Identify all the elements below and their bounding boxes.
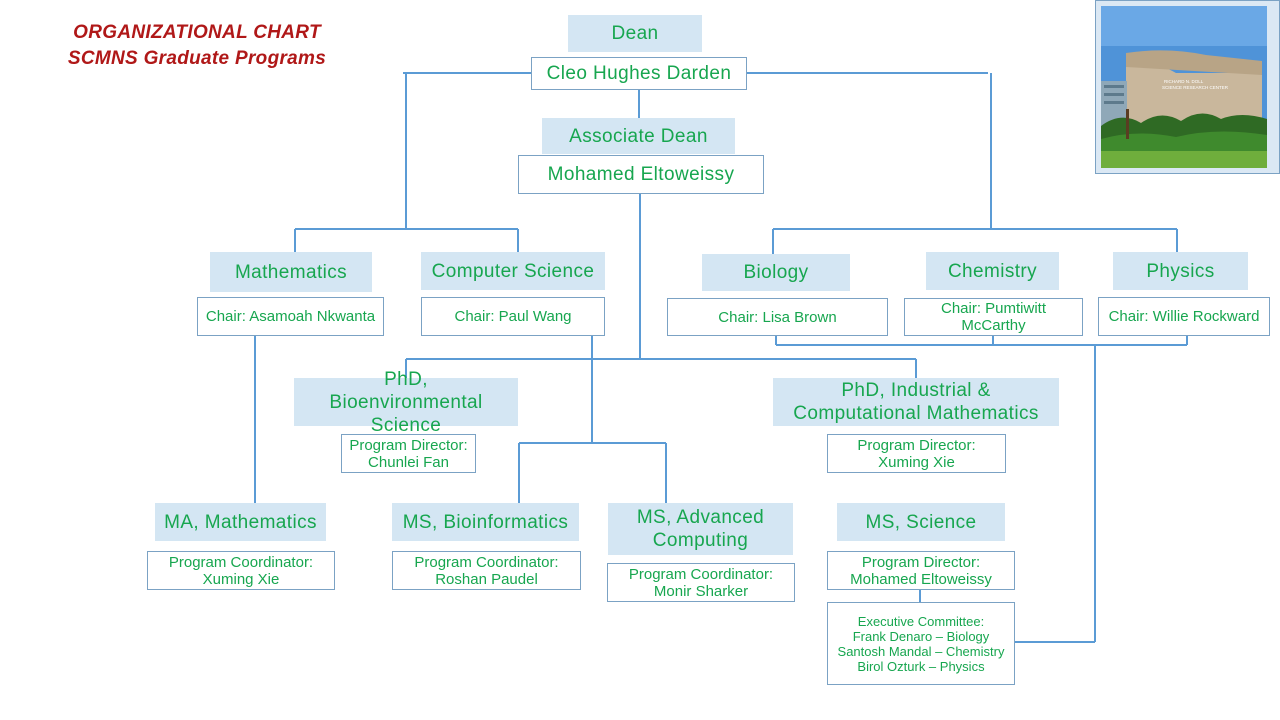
- ms-bioinformatics-label: MS, Bioinformatics: [392, 503, 579, 541]
- phd-industrial-computational-math-director: Program Director: Xuming Xie: [827, 434, 1006, 473]
- chart-title: ORGANIZATIONAL CHART SCMNS Graduate Prog…: [40, 20, 354, 72]
- building-sign-text: RICHARD N. DOLL: [1164, 79, 1204, 84]
- title-line-2: SCMNS Graduate Programs: [67, 48, 327, 69]
- ms-advanced-computing-coordinator: Program Coordinator: Monir Sharker: [607, 563, 795, 602]
- dean-name-box: Cleo Hughes Darden: [531, 57, 747, 90]
- executive-committee-member: Birol Ozturk – Physics: [857, 658, 985, 674]
- executive-committee-member: Santosh Mandal – Chemistry: [837, 643, 1005, 659]
- title-line-1: ORGANIZATIONAL CHART: [73, 22, 321, 43]
- executive-committee-heading: Executive Committee:: [857, 613, 985, 629]
- phd-bioenvironmental-label: PhD, Bioenvironmental Science: [294, 369, 518, 436]
- phd-industrial-computational-math-label: PhD, Industrial & Computational Mathemat…: [773, 378, 1059, 426]
- associate-dean-name: Mohamed Eltoweissy: [547, 164, 735, 185]
- ms-science-director: Program Director: Mohamed Eltoweissy: [827, 551, 1015, 590]
- coordinator-person: Roshan Paudel: [435, 570, 538, 588]
- dean-name: Cleo Hughes Darden: [546, 63, 732, 84]
- director-role: Program Director:: [861, 553, 981, 571]
- dept-biology-chair: Chair: Lisa Brown: [667, 298, 888, 336]
- chair-text: Chair: Pumtiwitt McCarthy: [940, 300, 1047, 334]
- ma-mathematics-label: MA, Mathematics: [155, 503, 326, 541]
- director-role: Program Director:: [349, 436, 468, 454]
- ms-advanced-computing-label: MS, Advanced Computing: [608, 503, 793, 555]
- dept-physics-chair: Chair: Willie Rockward: [1098, 297, 1270, 336]
- dept-computer-science-label: Computer Science: [421, 252, 605, 290]
- building-sign-text: SCIENCE RESEARCH CENTER: [1162, 85, 1229, 90]
- chair-text: Chair: Willie Rockward: [1108, 308, 1260, 325]
- chair-text: Chair: Asamoah Nkwanta: [205, 308, 376, 325]
- coordinator-role: Program Coordinator:: [414, 553, 559, 571]
- dept-mathematics-label: Mathematics: [210, 252, 372, 292]
- dept-chemistry-label: Chemistry: [926, 252, 1059, 290]
- director-person: Mohamed Eltoweissy: [850, 570, 992, 588]
- ma-mathematics-coordinator: Program Coordinator: Xuming Xie: [147, 551, 335, 590]
- dept-computer-science-chair: Chair: Paul Wang: [421, 297, 605, 336]
- chair-text: Chair: Paul Wang: [454, 308, 572, 325]
- executive-committee: Executive Committee: Frank Denaro – Biol…: [827, 602, 1015, 685]
- director-role: Program Director:: [857, 436, 976, 454]
- director-person: Xuming Xie: [878, 453, 955, 471]
- building-photo-image: RICHARD N. DOLL SCIENCE RESEARCH CENTER: [1096, 1, 1279, 173]
- coordinator-role: Program Coordinator:: [168, 553, 314, 571]
- ms-science-label: MS, Science: [837, 503, 1005, 541]
- ms-bioinformatics-coordinator: Program Coordinator: Roshan Paudel: [392, 551, 581, 590]
- dept-biology-label: Biology: [702, 254, 850, 291]
- coordinator-person: Xuming Xie: [202, 570, 280, 588]
- director-person: Chunlei Fan: [368, 453, 449, 471]
- dept-mathematics-chair: Chair: Asamoah Nkwanta: [197, 297, 384, 336]
- phd-bioenvironmental-director: Program Director: Chunlei Fan: [341, 434, 476, 473]
- dean-label: Dean: [568, 15, 702, 52]
- dept-chemistry-chair: Chair: Pumtiwitt McCarthy: [904, 298, 1083, 336]
- coordinator-person: Monir Sharker: [653, 582, 749, 600]
- dept-physics-label: Physics: [1113, 252, 1248, 290]
- coordinator-role: Program Coordinator:: [628, 565, 774, 583]
- chair-text: Chair: Lisa Brown: [718, 308, 837, 326]
- executive-committee-member: Frank Denaro – Biology: [852, 628, 990, 644]
- associate-dean-name-box: Mohamed Eltoweissy: [518, 155, 764, 194]
- associate-dean-label: Associate Dean: [542, 118, 735, 154]
- building-photo: RICHARD N. DOLL SCIENCE RESEARCH CENTER: [1095, 0, 1280, 174]
